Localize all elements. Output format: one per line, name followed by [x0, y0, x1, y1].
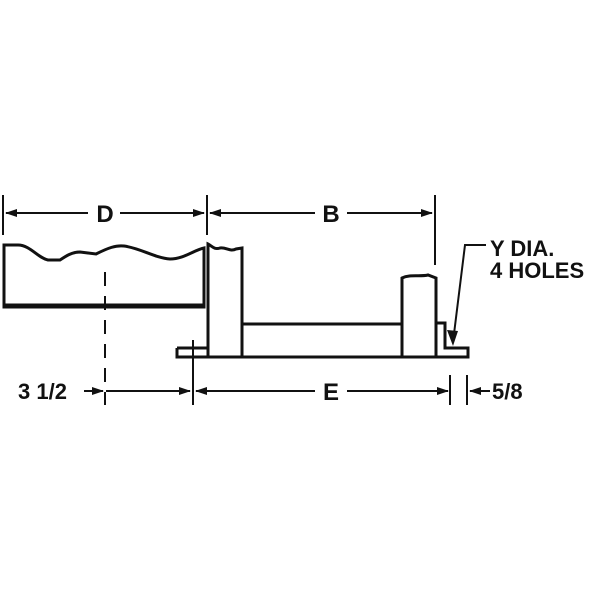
dimension-b: B	[209, 195, 436, 265]
label-5-8: 5/8	[492, 379, 523, 404]
label-d: D	[96, 201, 113, 228]
dimension-bottom: 3 1/2 E 5/8	[18, 375, 523, 406]
label-3-1-2: 3 1/2	[18, 379, 67, 404]
dimension-d: D	[2, 195, 208, 235]
label-b: B	[322, 201, 339, 228]
note-line2: 4 HOLES	[490, 258, 584, 283]
note-line1: Y DIA.	[490, 236, 554, 261]
stand	[175, 241, 470, 405]
label-e: E	[323, 379, 339, 406]
holes-note: Y DIA. 4 HOLES	[447, 236, 584, 346]
